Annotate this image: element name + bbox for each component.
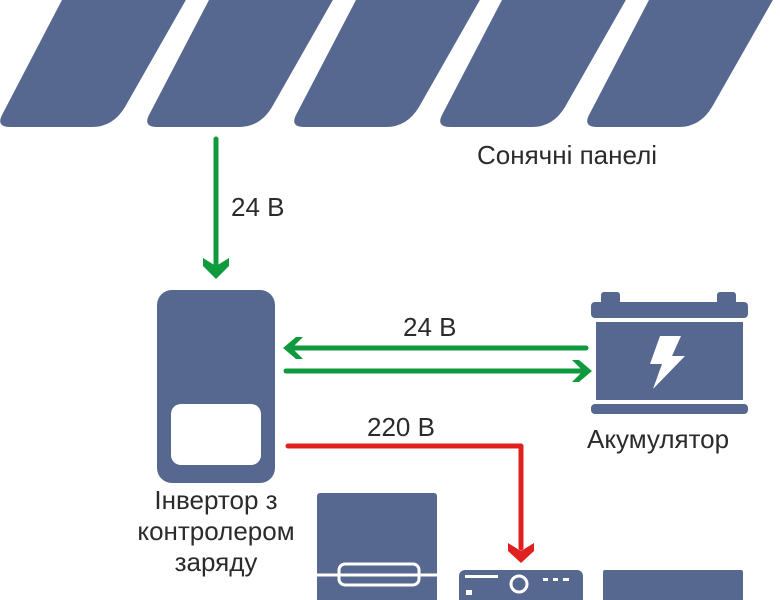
inverter-to-battery-arrow <box>283 360 592 382</box>
battery-icon <box>591 292 748 414</box>
solar-panels-label: Сонячні панелі <box>477 140 658 170</box>
fridge-icon <box>317 493 437 600</box>
media-device-icon <box>459 570 583 600</box>
lightning-bolt-icon <box>650 336 685 389</box>
inverter-icon <box>157 290 275 483</box>
ac-output-arrow <box>285 443 534 563</box>
panel-to-inverter-arrow <box>203 136 229 279</box>
ac-voltage-label: 220 В <box>367 412 435 442</box>
inverter-label: Інвертор з контролером заряду <box>116 485 316 578</box>
inverter-display <box>171 404 261 465</box>
appliance-icon <box>603 570 743 600</box>
solar-panels <box>0 0 774 127</box>
battery-to-inverter-arrow <box>283 337 589 359</box>
solar-panel <box>587 0 774 127</box>
inverter-label-line: заряду <box>174 547 258 577</box>
battery-label: Акумулятор <box>587 424 730 454</box>
inverter-label-line: контролером <box>137 516 295 546</box>
battery-voltage-label: 24 В <box>403 312 457 342</box>
panel-voltage-label: 24 В <box>231 192 285 222</box>
inverter-label-line: Інвертор з <box>154 485 278 515</box>
